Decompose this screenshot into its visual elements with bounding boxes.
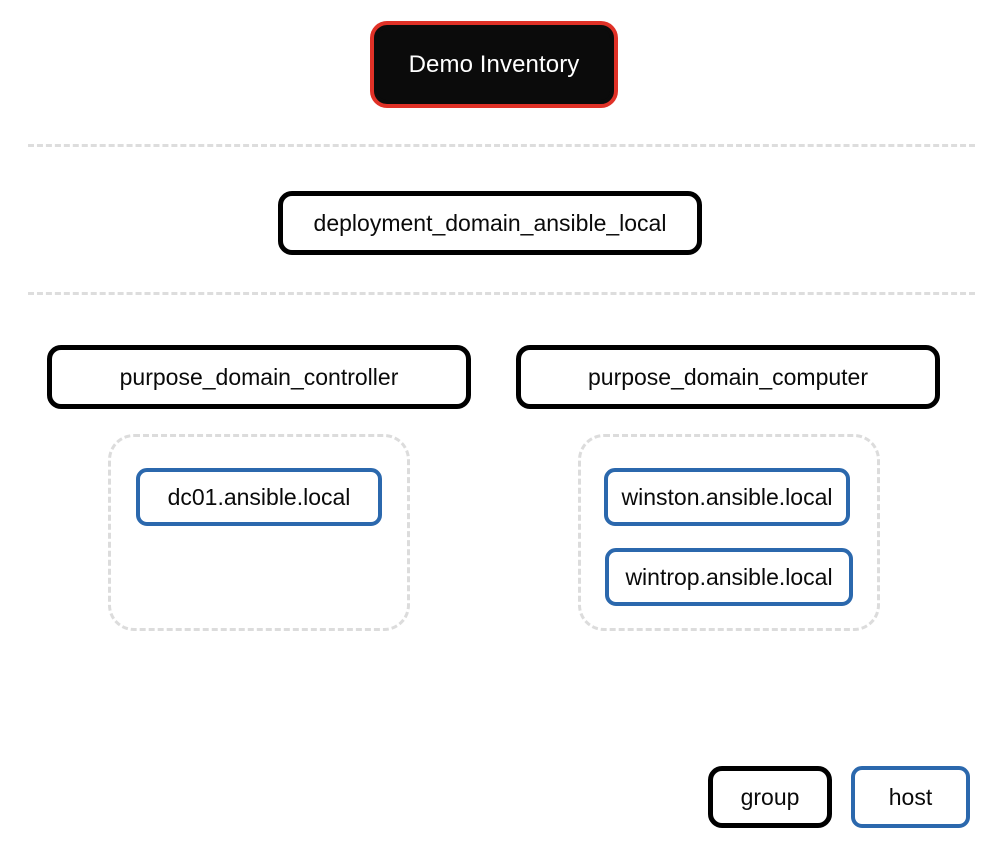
group-node-deployment-domain-ansible-local[interactable]: deployment_domain_ansible_local: [278, 191, 702, 255]
legend-item-group-label: group: [740, 783, 800, 810]
host-node-winston-ansible-local[interactable]: winston.ansible.local: [604, 468, 850, 526]
group-node-purpose-domain-computer[interactable]: purpose_domain_computer: [516, 345, 940, 409]
group-node-purpose-domain-controller[interactable]: purpose_domain_controller: [47, 345, 471, 409]
legend-item-host: host: [851, 766, 970, 828]
separator-level-1: [28, 144, 975, 147]
group-node-label: purpose_domain_controller: [119, 363, 399, 390]
host-container-purpose-domain-computer: [578, 434, 880, 631]
host-container-purpose-domain-controller: [108, 434, 410, 631]
root-group-node-demo-inventory[interactable]: Demo Inventory: [374, 25, 614, 104]
group-node-label: purpose_domain_computer: [587, 363, 868, 390]
host-node-label: wintrop.ansible.local: [625, 563, 833, 590]
separator-level-2: [28, 292, 975, 295]
host-node-label: winston.ansible.local: [621, 483, 833, 510]
host-node-label: dc01.ansible.local: [167, 483, 351, 510]
host-node-dc01-ansible-local[interactable]: dc01.ansible.local: [136, 468, 382, 526]
legend-item-host-label: host: [888, 783, 933, 810]
root-group-node-label: Demo Inventory: [408, 50, 580, 78]
group-node-label: deployment_domain_ansible_local: [313, 209, 667, 236]
host-node-wintrop-ansible-local[interactable]: wintrop.ansible.local: [605, 548, 853, 606]
legend-item-group: group: [708, 766, 832, 828]
